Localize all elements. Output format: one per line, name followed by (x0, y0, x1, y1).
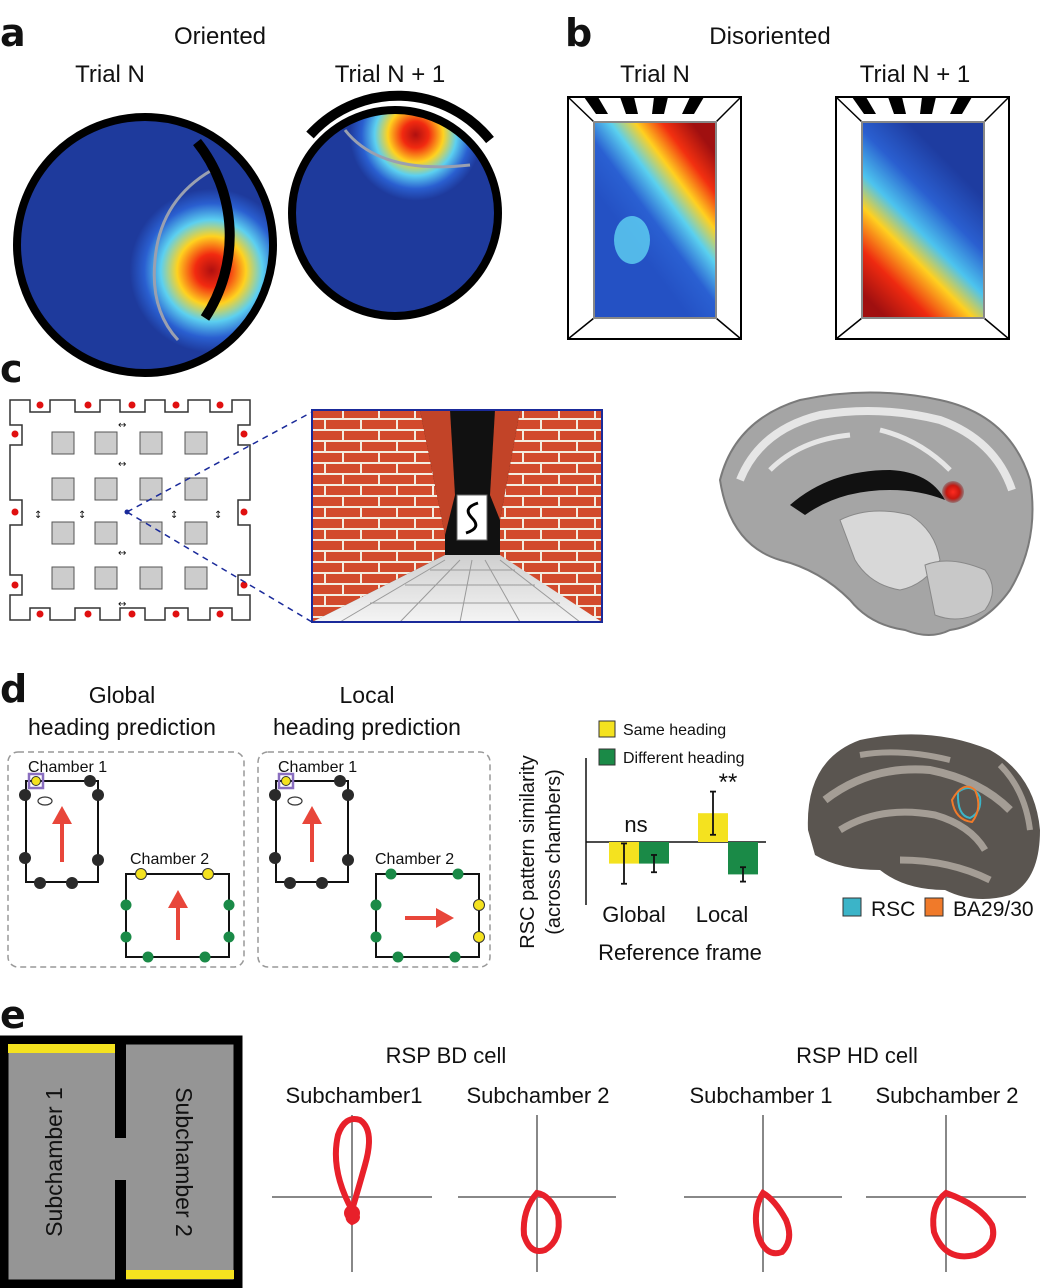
panel-letter-e: e (0, 993, 26, 1037)
svg-text:↔: ↔ (118, 599, 126, 610)
svg-text:↕: ↕ (170, 510, 178, 521)
panel-letter-a: a (0, 11, 26, 55)
panel-a-trial-n: Trial N (75, 61, 145, 88)
panel-letter-b: b (565, 11, 592, 55)
rsc-similarity-bar-chart: RSC pattern similarity (across chambers)… (517, 720, 766, 965)
hd-subchamber2-label: Subchamber 2 (875, 1083, 1018, 1108)
disoriented-box-trial-n1 (835, 96, 1010, 340)
panel-letter-d: d (0, 667, 27, 711)
rsc-activation-spot (942, 481, 964, 503)
brain-legend-rsc: RSC (871, 898, 915, 921)
global-prediction-diagram: Chamber 1 Chamber 2 (7, 751, 245, 968)
panel-b-trial-n: Trial N (620, 61, 690, 88)
local-heading-title-line2: heading prediction (273, 714, 461, 740)
bar-different-global (639, 842, 669, 864)
local-heading-title-line1: Local (340, 682, 395, 708)
brain-legend-swatch-rsc (842, 897, 862, 917)
panel-letter-c: c (0, 347, 23, 391)
brain-sagittal-slice (718, 391, 1034, 636)
chamber1-label: Chamber 1 (28, 759, 107, 776)
chart-ylabel-line2: (across chambers) (543, 769, 565, 935)
bd-subchamber1-label: Subchamber1 (286, 1083, 423, 1108)
annotation-ns: ns (624, 812, 647, 837)
polar-plot-hd-sub2 (866, 1115, 1026, 1272)
legend-swatch-different (598, 748, 616, 766)
svg-text:↔: ↔ (118, 548, 126, 559)
panel-b-title: Disoriented (709, 23, 830, 50)
inflated-brain-surface (807, 734, 1040, 899)
local-prediction-diagram: Chamber 1 Chamber 2 (257, 751, 491, 968)
brain-legend-swatch-ba (924, 897, 944, 917)
panel-b-trial-n1: Trial N + 1 (860, 61, 970, 88)
polar-plot-hd-sub1 (684, 1115, 842, 1272)
chamber2-label: Chamber 2 (375, 851, 454, 868)
chart-xlabel: Reference frame (598, 940, 762, 965)
global-heading-title-line2: heading prediction (28, 714, 216, 740)
svg-text:↔: ↔ (118, 420, 126, 431)
annotation-significance: ** (719, 769, 738, 796)
hd-subchamber1-label: Subchamber 1 (689, 1083, 832, 1108)
rsp-bd-cell-title: RSP BD cell (386, 1043, 507, 1068)
svg-text:↕: ↕ (214, 510, 222, 521)
legend-different-heading: Different heading (623, 750, 745, 767)
oriented-heatmap-trial-n (13, 113, 277, 377)
panel-a-trial-n1: Trial N + 1 (335, 61, 445, 88)
svg-text:↕: ↕ (34, 510, 42, 521)
panel-a-title: Oriented (174, 23, 266, 50)
bd-subchamber2-label: Subchamber 2 (466, 1083, 609, 1108)
cue-card-arc (193, 138, 235, 321)
brain-legend-ba: BA29/30 (953, 898, 1034, 921)
subchamber-arena: Subchamber 1 Subchamber 2 (0, 1035, 243, 1288)
tick-label-local: Local (696, 902, 749, 927)
svg-text:↔: ↔ (118, 459, 126, 470)
cue-card-arc (306, 90, 494, 144)
chamber1-label: Chamber 1 (278, 759, 357, 776)
global-heading-title-line1: Global (89, 682, 155, 708)
svg-text:↕: ↕ (78, 510, 86, 521)
chart-ylabel-line1: RSC pattern similarity (517, 755, 539, 948)
subchamber1-label: Subchamber 1 (41, 1087, 67, 1237)
tick-label-global: Global (602, 902, 666, 927)
cue-stripes (584, 97, 704, 114)
cue-stripes (852, 97, 972, 114)
disoriented-box-trial-n (567, 96, 742, 340)
virtual-corridor-view (311, 409, 603, 623)
polar-plot-bd-sub1 (272, 1115, 432, 1272)
oriented-heatmap-trial-n1 (288, 90, 502, 320)
legend-same-heading: Same heading (623, 722, 726, 739)
polar-plot-bd-sub2 (458, 1115, 616, 1272)
maze-map: ↔ ↔ ↔ ↔ ↕ ↕ ↕ ↕ (9, 399, 313, 623)
rsp-hd-cell-title: RSP HD cell (796, 1043, 918, 1068)
chamber2-label: Chamber 2 (130, 851, 209, 868)
subchamber2-label: Subchamber 2 (171, 1087, 197, 1237)
legend-swatch-same (598, 720, 616, 738)
